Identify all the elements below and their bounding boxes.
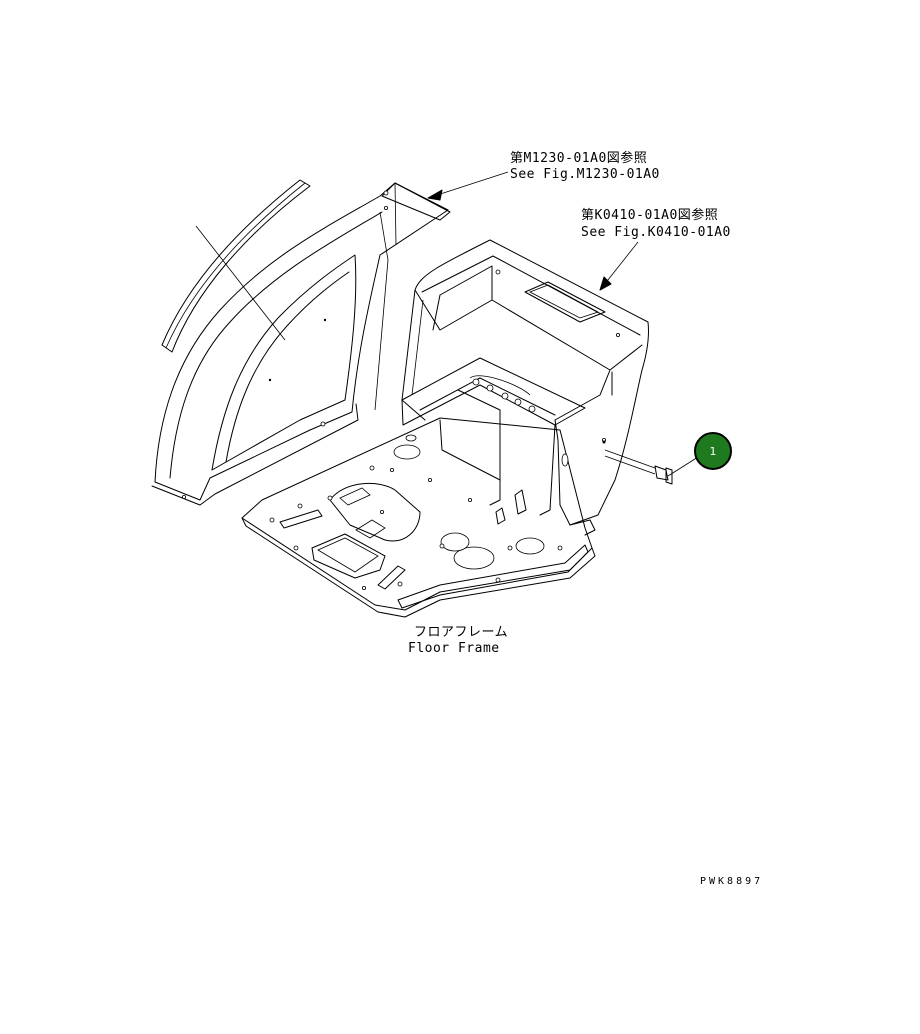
ref-m1230-en-label: See Fig.M1230-01A0 xyxy=(510,167,660,182)
floor-frame-en-label: Floor Frame xyxy=(408,641,500,656)
callout-number: 1 xyxy=(710,445,717,458)
floor-frame-plate xyxy=(241,417,596,618)
rear-console-box xyxy=(401,239,649,536)
ref-k0410-en-label: See Fig.K0410-01A0 xyxy=(581,225,731,240)
floor-frame-jp-label: フロアフレーム xyxy=(414,625,508,640)
callout-part-1[interactable]: 1 xyxy=(694,432,732,470)
drawing-code: PWK8897 xyxy=(700,876,763,887)
side-frame-panel xyxy=(151,179,451,506)
ref-m1230-jp-label: 第M1230-01A0図参照 xyxy=(510,150,647,166)
ref-k0410-jp-label: 第K0410-01A0図参照 xyxy=(581,207,718,223)
bolt-part-1 xyxy=(602,440,673,485)
